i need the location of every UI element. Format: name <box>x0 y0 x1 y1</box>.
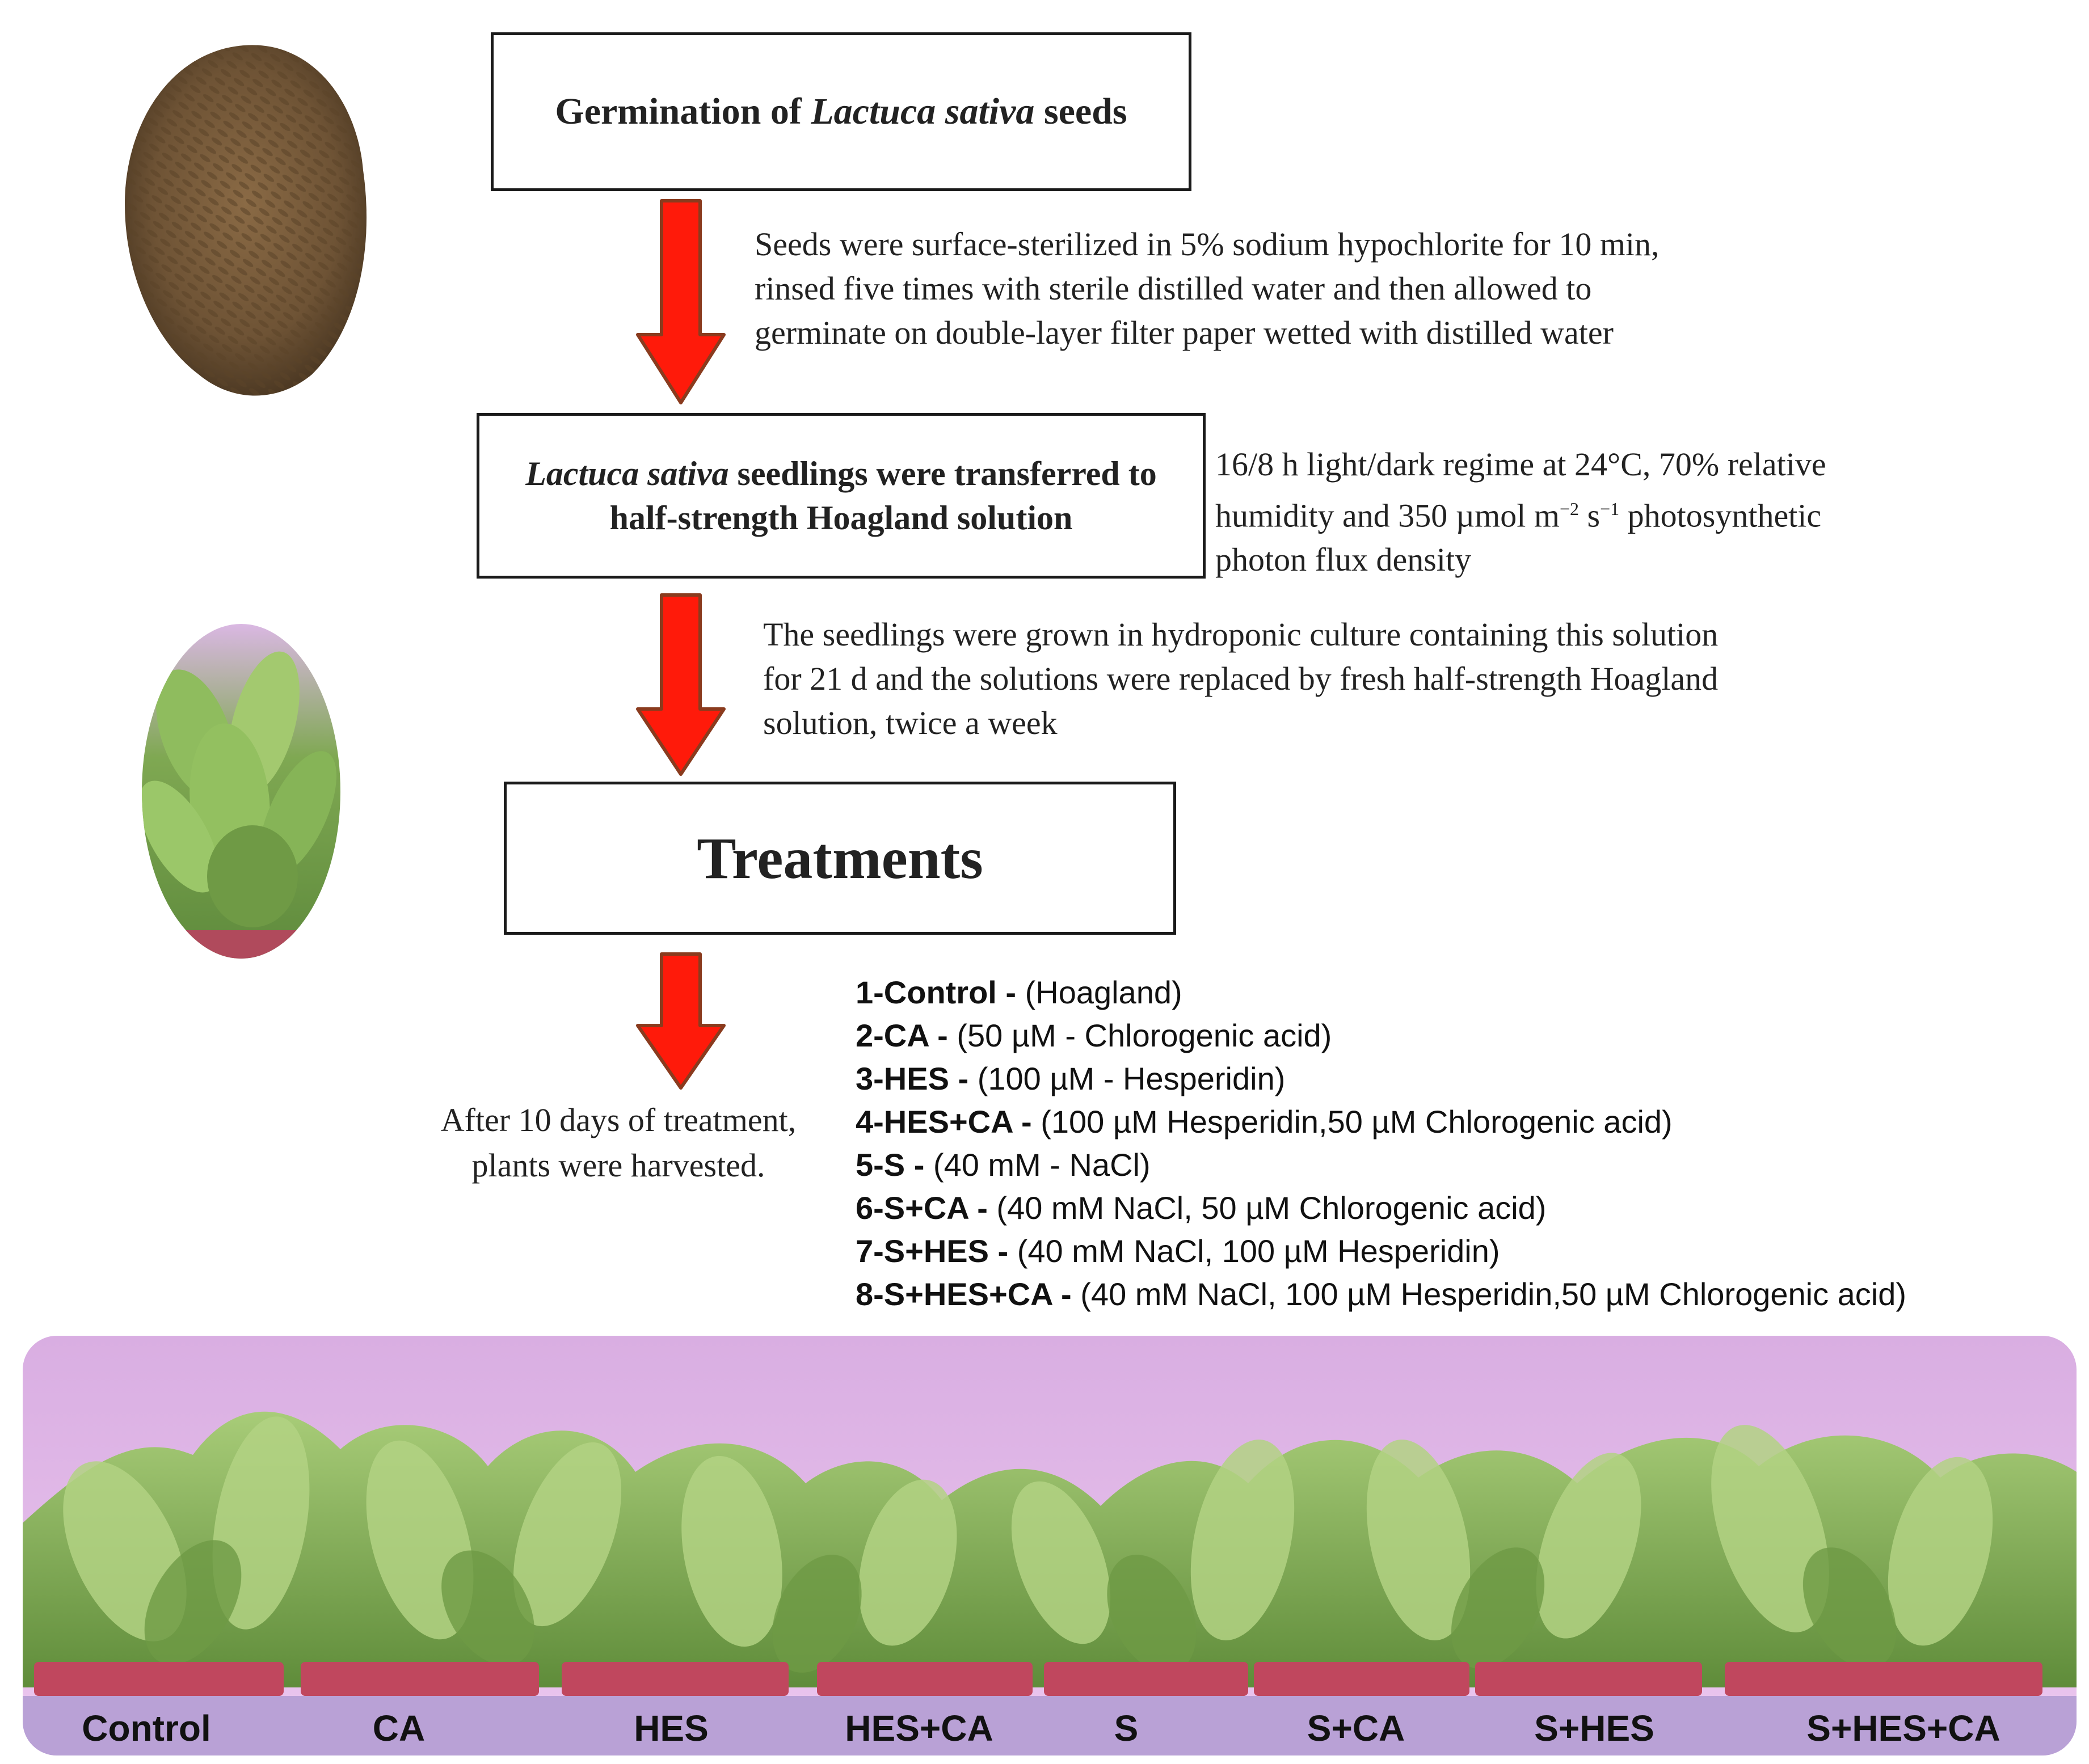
conditions-line-2: humidity and 350 µmol m−2 s−1 photosynth… <box>1215 497 1822 534</box>
treatment-item: 1-Control - (Hoagland) <box>856 974 1182 1010</box>
treatment-item: 2-CA - (50 µM - Chlorogenic acid) <box>856 1018 1332 1053</box>
hydroponic-line: for 21 d and the solutions were replaced… <box>763 660 1719 697</box>
transfer-box: Lactuca sativa seedlings were transferre… <box>477 413 1206 579</box>
seed-pile-photo <box>125 45 367 396</box>
harvest-line: plants were harvested. <box>471 1147 765 1184</box>
strip-label-s-hes: S+HES <box>1534 1708 1654 1749</box>
treatments-box: Treatments <box>504 782 1176 935</box>
strip-label-ca: CA <box>372 1708 426 1749</box>
strip-label-control: Control <box>82 1708 211 1749</box>
harvest-note: After 10 days of treatment, plants were … <box>414 1098 823 1188</box>
hydroponic-line: The seedlings were grown in hydroponic c… <box>763 616 1719 653</box>
germination-title: Germination of Lactuca sativa seeds <box>555 91 1127 132</box>
strip-label-hes-ca: HES+CA <box>845 1708 993 1749</box>
flow-arrow-3 <box>636 952 726 1090</box>
treatment-item: 7-S+HES - (40 mM NaCl, 100 µM Hesperidin… <box>856 1233 1500 1269</box>
flow-arrow-2 <box>636 593 726 776</box>
strip-label-s-ca: S+CA <box>1307 1708 1405 1749</box>
treatment-item: 6-S+CA - (40 mM NaCl, 50 µM Chlorogenic … <box>856 1190 1547 1226</box>
hydroponic-note: The seedlings were grown in hydroponic c… <box>763 613 1718 745</box>
treatment-item: 8-S+HES+CA - (40 mM NaCl, 100 µM Hesperi… <box>856 1276 1907 1312</box>
treatments-title: Treatments <box>697 825 983 891</box>
germination-box: Germination of Lactuca sativa seeds <box>491 32 1191 191</box>
harvest-line: After 10 days of treatment, <box>440 1102 797 1138</box>
treatment-item: 5-S - (40 mM - NaCl) <box>856 1147 1151 1183</box>
hydroponic-line: solution, twice a week <box>763 704 1058 741</box>
transfer-line-1: Lactuca sativa seedlings were transferre… <box>525 455 1157 492</box>
sterilization-line: rinsed five times with sterile distilled… <box>755 270 1592 307</box>
growth-conditions-note: 16/8 h light/dark regime at 24°C, 70% re… <box>1215 442 1826 582</box>
sterilization-line: germinate on double-layer filter paper w… <box>755 314 1614 351</box>
conditions-line-3: photon flux density <box>1215 541 1472 579</box>
conditions-line-1: 16/8 h light/dark regime at 24°C, 70% re… <box>1215 446 1826 483</box>
flow-arrow-1 <box>636 199 726 404</box>
strip-label-s: S <box>1114 1708 1139 1749</box>
strip-label-s-hes-ca: S+HES+CA <box>1806 1708 2000 1749</box>
sterilization-note: Seeds were surface-sterilized in 5% sodi… <box>755 222 1660 355</box>
harvested-plants-photo <box>23 1336 2077 1755</box>
treatment-item: 3-HES - (100 µM - Hesperidin) <box>856 1061 1286 1096</box>
treatment-list: 1-Control - (Hoagland) 2-CA - (50 µM - C… <box>856 971 1906 1316</box>
strip-label-hes: HES <box>634 1708 709 1749</box>
sterilization-line: Seeds were surface-sterilized in 5% sodi… <box>755 226 1660 263</box>
transfer-line-2: half-strength Hoagland solution <box>609 499 1073 537</box>
treatment-item: 4-HES+CA - (100 µM Hesperidin,50 µM Chlo… <box>856 1104 1673 1140</box>
lettuce-seedlings-photo <box>142 624 340 959</box>
